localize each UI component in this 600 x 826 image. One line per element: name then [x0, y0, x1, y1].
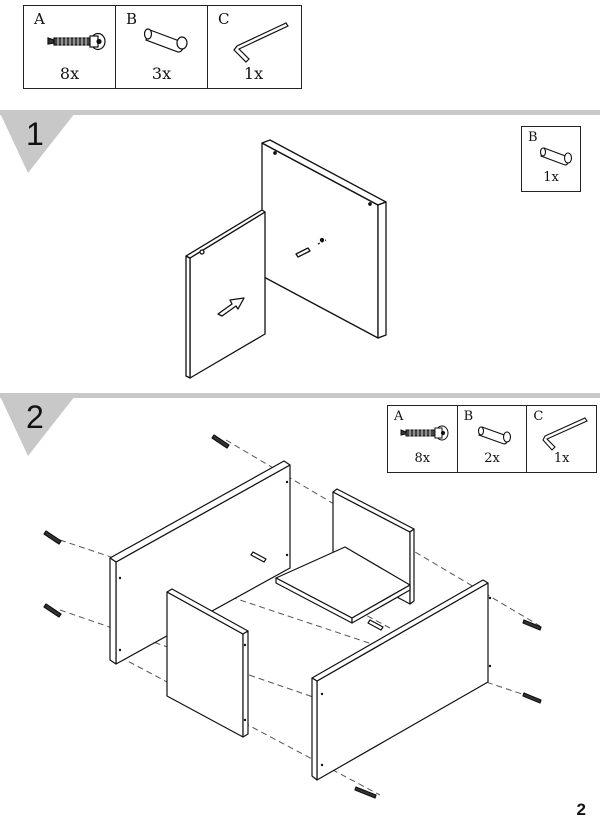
dowel: [295, 247, 311, 258]
part-letter: C: [533, 409, 544, 424]
step2-parts-table: A 8x B 2x C: [387, 405, 597, 473]
step1-illustration: [185, 139, 387, 379]
step1-parts-table: B 1x: [521, 126, 581, 192]
dowel-icon: [540, 147, 573, 166]
part-qty: 1x: [243, 64, 264, 83]
part-letter: A: [394, 409, 404, 424]
part-cell-a: A 8x: [388, 406, 458, 472]
screw: [43, 434, 230, 618]
dowel: [367, 619, 384, 631]
step-divider: [0, 110, 600, 115]
part-letter: B: [126, 10, 138, 28]
part-qty: 1x: [553, 451, 570, 466]
part-cell-b: B 1x: [522, 127, 580, 191]
part-qty: 8x: [414, 451, 431, 466]
parts-overview-table: A 8x B 3x C: [23, 5, 302, 89]
dowel: [250, 551, 267, 563]
allen-key-icon: [542, 417, 589, 451]
part-letter: B: [528, 130, 538, 145]
step-marker: [0, 113, 75, 173]
step-number: 2: [26, 399, 44, 435]
dowel-icon: [477, 426, 511, 445]
step-marker: [0, 396, 75, 456]
part-cell-c: C 1x: [208, 6, 299, 88]
page-number: 2: [576, 800, 586, 819]
part-qty: 1x: [543, 170, 559, 185]
part-letter: C: [218, 10, 230, 28]
screw-icon: [400, 425, 449, 441]
dowel-icon: [144, 28, 188, 53]
arrow-icon: [217, 297, 245, 317]
part-letter: B: [463, 409, 474, 424]
step-number: 1: [26, 116, 44, 152]
part-letter: A: [34, 10, 45, 28]
part-cell-b: B 3x: [116, 6, 208, 88]
panel: [166, 591, 244, 738]
part-qty: 3x: [151, 64, 172, 83]
part-qty: 8x: [59, 64, 80, 83]
screw-icon: [47, 32, 106, 51]
part-cell-c: C 1x: [527, 406, 596, 472]
step-divider: [0, 393, 600, 398]
part-cell-a: A 8x: [24, 6, 116, 88]
allen-key-icon: [233, 22, 289, 63]
part-cell-b: B 2x: [458, 406, 528, 472]
part-qty: 2x: [484, 451, 500, 466]
